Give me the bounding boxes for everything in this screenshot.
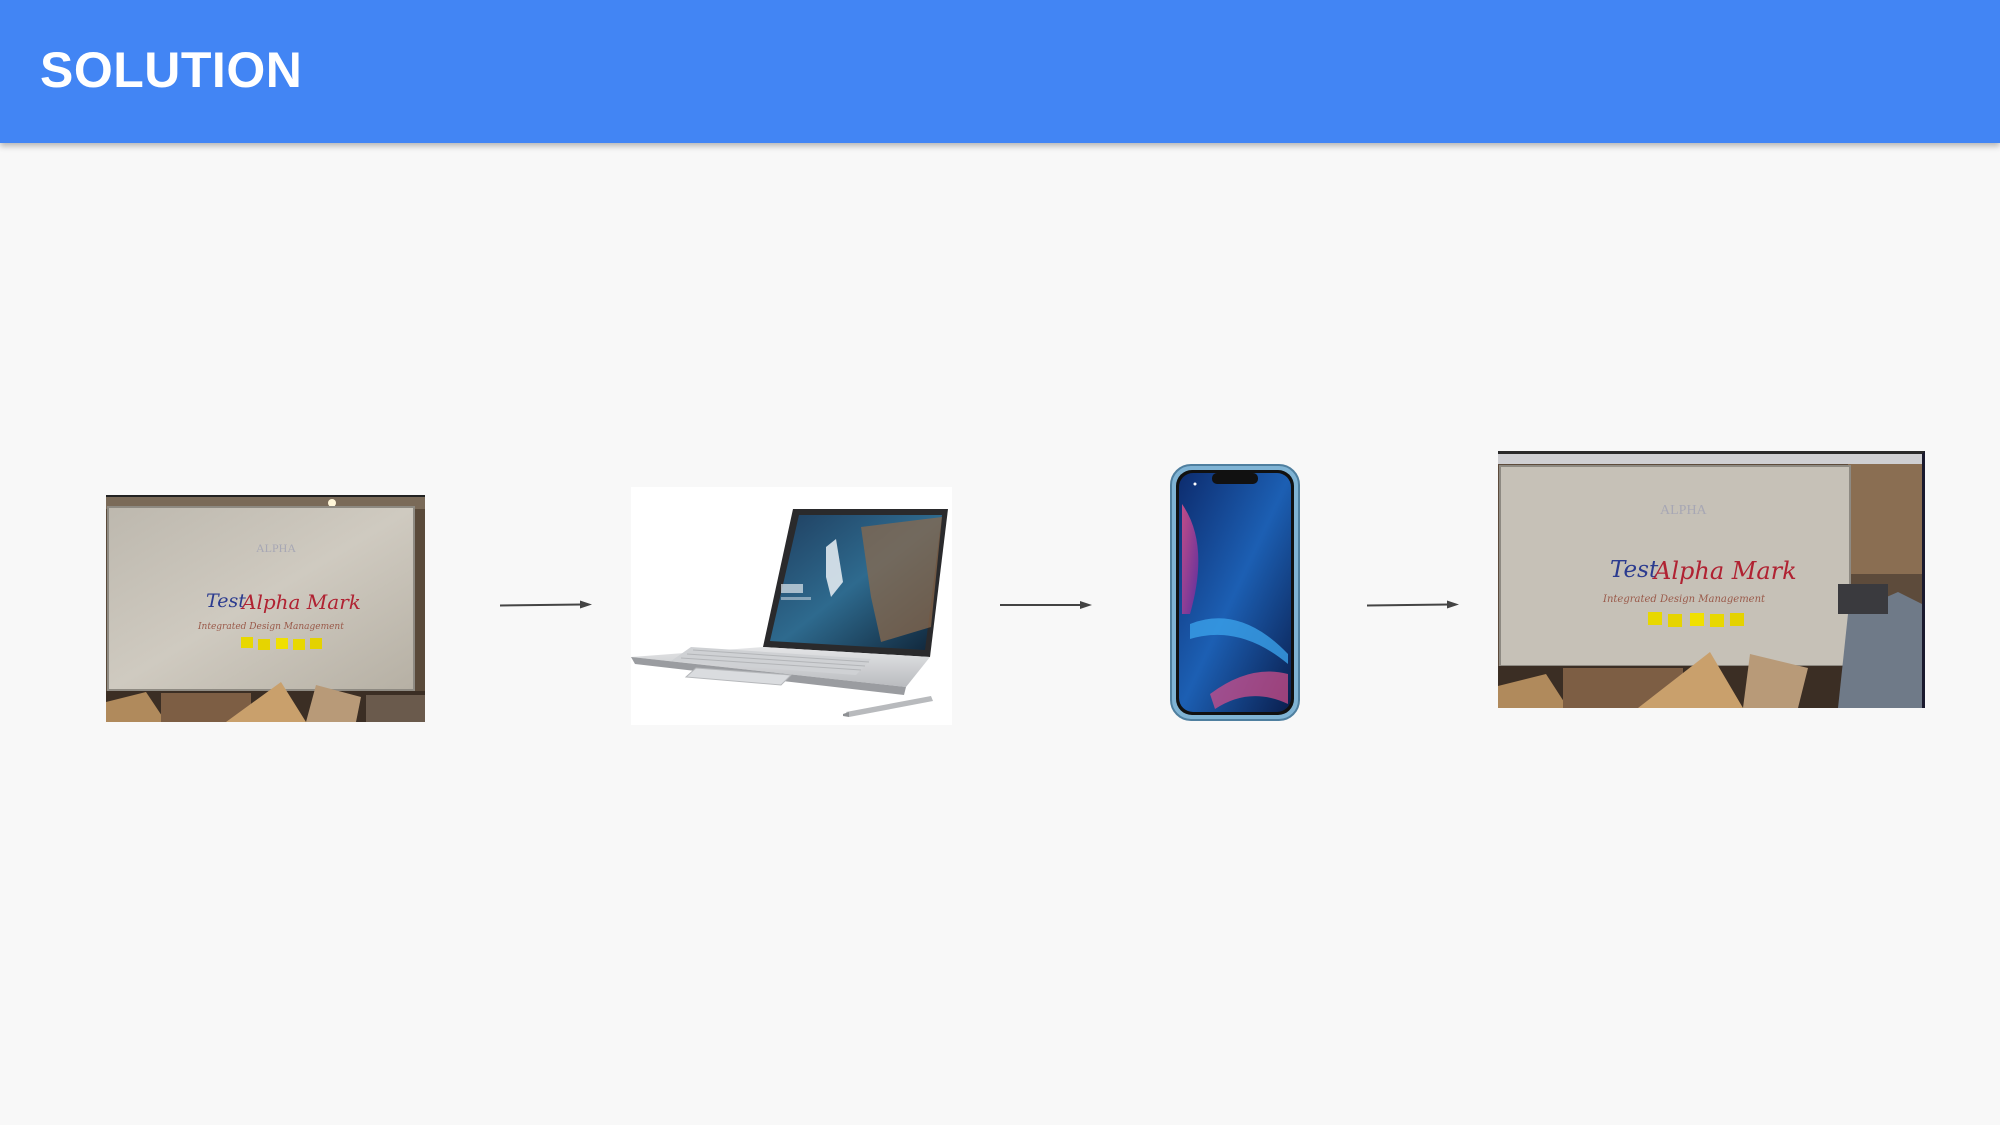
whiteboard-test-text: Test <box>206 590 246 612</box>
whiteboard-subtitle-text: Integrated Design Management <box>1602 594 1766 605</box>
laptop-icon <box>631 487 952 725</box>
whiteboard-photo-output: ALPHA Test Alpha Mark Integrated Design … <box>1498 451 1925 708</box>
whiteboard-photo-image: ALPHA Test Alpha Mark Integrated Design … <box>106 497 425 722</box>
flow-arrow-3 <box>1367 599 1459 611</box>
arrow-right-icon <box>1000 601 1092 609</box>
smartphone-device <box>1170 464 1300 721</box>
sticky-notes <box>241 637 322 650</box>
whiteboard-alpha-mark-text: Alpha Mark <box>1652 557 1797 585</box>
flow-arrow-2 <box>1000 599 1092 611</box>
whiteboard-photo-image: ALPHA Test Alpha Mark Integrated Design … <box>1498 454 1922 708</box>
whiteboard-subtitle-text: Integrated Design Management <box>197 622 344 632</box>
whiteboard-header-text: ALPHA <box>1660 503 1708 518</box>
laptop-device <box>631 487 952 725</box>
slide-title: SOLUTION <box>40 42 303 98</box>
whiteboard-photo-input: ALPHA Test Alpha Mark Integrated Design … <box>106 495 425 722</box>
title-bar: SOLUTION <box>0 0 2000 143</box>
whiteboard-test-text: Test <box>1610 557 1659 583</box>
smartphone-icon <box>1170 464 1300 721</box>
arrow-right-icon <box>500 600 592 609</box>
whiteboard-header-text: ALPHA <box>256 541 296 555</box>
whiteboard-alpha-mark-text: Alpha Mark <box>240 590 361 614</box>
arrow-right-icon <box>1367 600 1459 609</box>
sticky-notes <box>1648 612 1744 627</box>
flow-arrow-1 <box>500 599 592 611</box>
